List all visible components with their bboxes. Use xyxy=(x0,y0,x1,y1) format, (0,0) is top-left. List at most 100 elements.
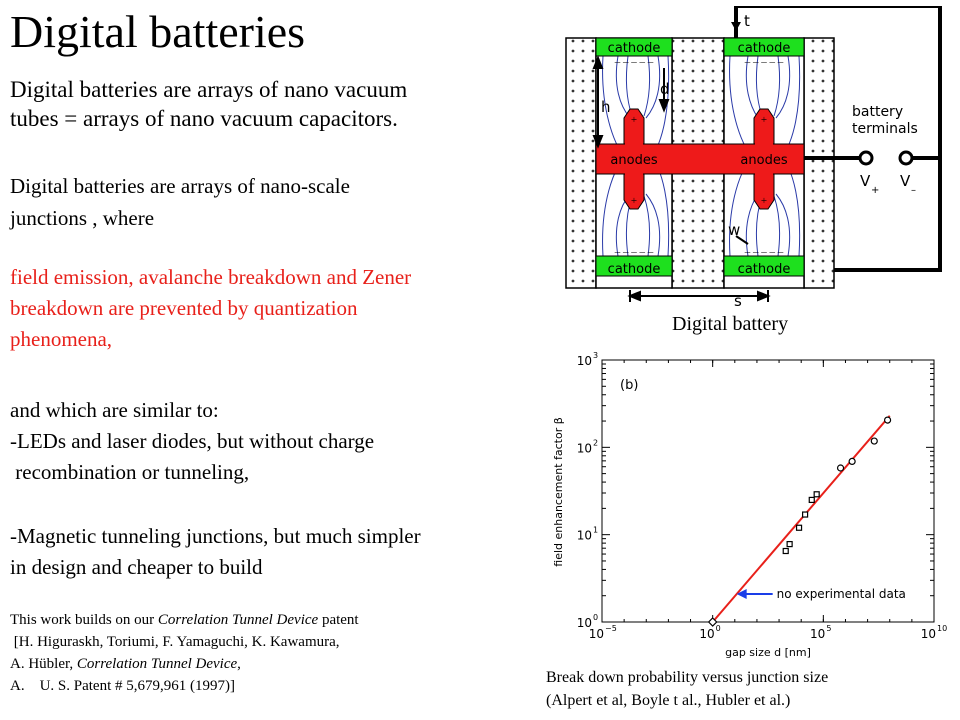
tick-label-base: 10 xyxy=(577,354,592,368)
circle-marker xyxy=(870,437,878,445)
square-marker xyxy=(801,511,809,518)
annotation: no experimental data xyxy=(736,587,906,601)
tick-label-exp: 3 xyxy=(593,351,598,360)
minus-row: – – – – – xyxy=(614,56,654,68)
digital-battery-schematic: cathode cathode cathode cathode – – – – … xyxy=(565,6,942,306)
tick-label-exp: 10 xyxy=(937,624,947,633)
cathode-bottom-right xyxy=(723,255,805,277)
v-minus-sub: – xyxy=(911,185,916,196)
h-label: h xyxy=(601,98,611,116)
tick-label-base: 10 xyxy=(921,627,936,641)
circle-marker xyxy=(883,416,892,424)
arrow-head-icon xyxy=(736,589,747,599)
cathode-label: cathode xyxy=(608,262,661,277)
similar-line: recombination or tunneling, xyxy=(10,460,250,484)
tick-label-base: 10 xyxy=(810,627,825,641)
y-axis-label: field enhancement factor β xyxy=(552,417,565,566)
red-line: field emission, avalanche breakdown and … xyxy=(10,265,412,289)
fit-line xyxy=(711,415,891,623)
plus-sign: + xyxy=(631,114,637,126)
red-line: phenomena, xyxy=(10,327,113,351)
square-marker xyxy=(813,491,820,498)
terminal-plus-icon xyxy=(858,150,874,166)
cathode-top-left xyxy=(595,37,673,57)
similar-line: -LEDs and laser diodes, but without char… xyxy=(10,429,375,453)
tick-label-base: 10 xyxy=(589,627,604,641)
intro-line: tubes = arrays of nano vacuum capacitors… xyxy=(10,106,398,131)
terminals-label: terminals xyxy=(852,121,918,137)
s-label: s xyxy=(734,292,742,306)
annotation-text: no experimental data xyxy=(777,587,906,601)
plus-sign: + xyxy=(761,114,767,126)
caption-line: Break down probability versus junction s… xyxy=(546,669,829,686)
v-plus-sub: + xyxy=(871,185,879,196)
square-marker xyxy=(782,547,789,555)
ref-line-1: This work builds on our Correlation Tunn… xyxy=(10,612,359,628)
similar-line: and which are similar to: xyxy=(10,398,219,422)
plus-sign: + xyxy=(761,195,767,207)
axis-ticks xyxy=(601,359,935,623)
similar-paragraph: and which are similar to: -LEDs and lase… xyxy=(10,395,374,488)
t-label: t xyxy=(744,12,750,30)
junction-line: Digital batteries are arrays of nano-sca… xyxy=(10,174,350,198)
x-axis-label: gap size d [nm] xyxy=(725,646,811,659)
quantization-paragraph: field emission, avalanche breakdown and … xyxy=(10,262,411,355)
cathode-bottom-left xyxy=(595,255,673,277)
w-label: w xyxy=(728,221,740,239)
cathode-label: cathode xyxy=(608,41,661,56)
anodes-label: anodes xyxy=(740,153,787,168)
terminal-minus-icon xyxy=(898,150,914,166)
magnetic-line: in design and cheaper to build xyxy=(10,555,263,579)
terminals-label: battery xyxy=(852,104,903,120)
cathode-label: cathode xyxy=(738,41,791,56)
data-markers xyxy=(707,416,892,627)
tick-label-base: 10 xyxy=(699,627,714,641)
cathode-top-right xyxy=(723,37,805,57)
tick-label-base: 10 xyxy=(577,529,592,543)
substrate-left xyxy=(565,37,597,289)
v-plus-label: V xyxy=(860,172,871,190)
junction-paragraph: Digital batteries are arrays of nano-sca… xyxy=(10,170,350,234)
substrate-right xyxy=(803,37,835,289)
plus-sign: + xyxy=(631,195,637,207)
v-minus-label: V xyxy=(900,172,911,190)
cathode-label: cathode xyxy=(738,262,791,277)
tick-label-base: 10 xyxy=(577,616,592,630)
tick-label-exp: 2 xyxy=(593,438,598,447)
red-line: breakdown are prevented by quantization xyxy=(10,296,358,320)
tick-label-exp: 0 xyxy=(593,613,598,622)
square-marker xyxy=(808,496,815,504)
junction-line: junctions , where xyxy=(10,206,155,230)
tick-label-exp: −5 xyxy=(605,624,617,633)
circle-marker xyxy=(848,457,856,466)
intro-paragraph: Digital batteries are arrays of nano vac… xyxy=(10,75,407,133)
d-label: d xyxy=(660,80,670,98)
intro-line: Digital batteries are arrays of nano vac… xyxy=(10,77,408,102)
anodes-label: anodes xyxy=(610,153,657,168)
chart-caption: Break down probability versus junction s… xyxy=(546,666,828,712)
plot-frame xyxy=(601,359,935,623)
minus-row: – – – – – xyxy=(614,246,654,258)
caption-line: (Alpert et al, Boyle t al., Hubler et al… xyxy=(546,692,791,709)
ref-line-3: A. Hübler, Correlation Tunnel Device, xyxy=(10,656,241,672)
minus-row: – – – – – xyxy=(744,246,784,258)
slide-title: Digital batteries xyxy=(10,6,306,57)
ref-line-2: [H. Higuraskh, Toriumi, F. Yamaguchi, K.… xyxy=(10,634,340,650)
tick-label-exp: 1 xyxy=(593,526,598,535)
circle-marker xyxy=(836,464,845,472)
ref-line-4: A. U. S. Patent # 5,679,961 (1997)] xyxy=(10,678,235,694)
square-marker xyxy=(795,524,803,531)
square-marker xyxy=(786,540,793,548)
schematic-caption: Digital battery xyxy=(672,313,789,335)
x-tick-label: 10−5 xyxy=(589,624,617,641)
tick-label-exp: 0 xyxy=(716,624,721,633)
magnetic-line: -Magnetic tunneling junctions, but much … xyxy=(10,524,421,548)
